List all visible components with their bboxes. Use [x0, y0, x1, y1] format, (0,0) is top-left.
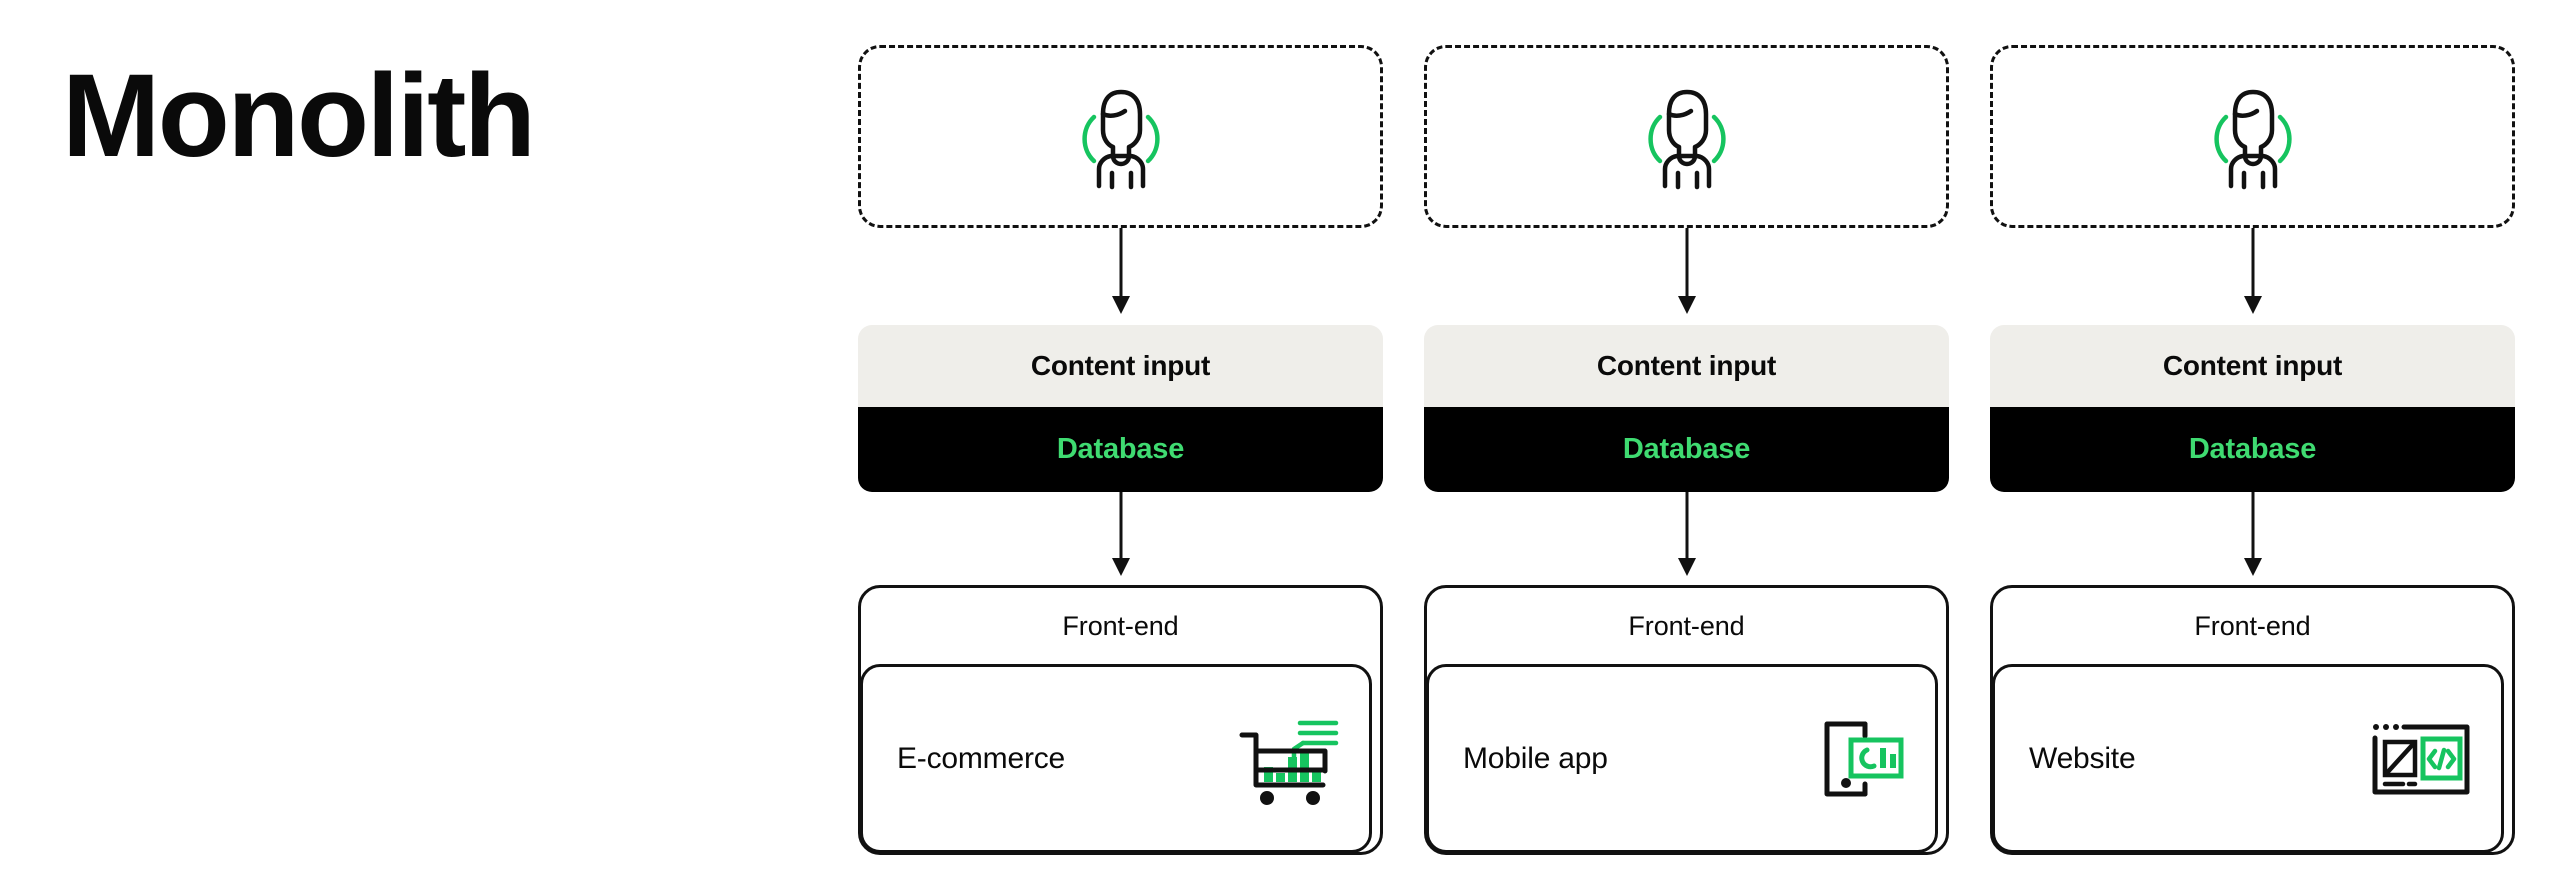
- database-label: Database: [858, 407, 1383, 492]
- app-name-label: E-commerce: [897, 741, 1066, 775]
- frontend-label: Front-end: [1062, 610, 1179, 641]
- person-icon: [1081, 89, 1160, 189]
- shopping-cart-chart-icon: [1239, 720, 1339, 805]
- app-name-label: Website: [2029, 741, 2136, 775]
- frontend-label: Front-end: [1628, 610, 1745, 641]
- frontend-label: Front-end: [2194, 610, 2311, 641]
- columns-container: Content input Database Front-end E-comme…: [858, 0, 2518, 892]
- arrow-database-to-frontend: [1108, 492, 1134, 578]
- arrow-user-to-content: [1674, 228, 1700, 316]
- app-card-mobile-app[interactable]: Mobile app: [1426, 664, 1938, 853]
- person-icon: [2213, 89, 2292, 189]
- content-database-block: Content input Database: [858, 325, 1383, 492]
- column-website: Content input Database Front-end Website: [1990, 0, 2515, 892]
- mobile-phone-chart-icon: [1824, 721, 1904, 796]
- content-input-label: Content input: [1990, 325, 2515, 407]
- column-ecommerce: Content input Database Front-end E-comme…: [858, 0, 1383, 892]
- arrow-database-to-frontend: [1674, 492, 1700, 578]
- page-title: Monolith: [62, 50, 536, 182]
- user-box: [1990, 45, 2515, 228]
- content-database-block: Content input Database: [1424, 325, 1949, 492]
- content-database-block: Content input Database: [1990, 325, 2515, 492]
- frontend-card: Front-end E-commerce: [858, 585, 1383, 855]
- app-card-website[interactable]: Website: [1992, 664, 2504, 853]
- frontend-card: Front-end Mobile app: [1424, 585, 1949, 855]
- column-mobile-app: Content input Database Front-end Mobile …: [1424, 0, 1949, 892]
- app-name-label: Mobile app: [1463, 741, 1608, 775]
- database-label: Database: [1990, 407, 2515, 492]
- user-box: [858, 45, 1383, 228]
- person-icon: [1647, 89, 1726, 189]
- app-card-ecommerce[interactable]: E-commerce: [860, 664, 1372, 853]
- arrow-user-to-content: [1108, 228, 1134, 316]
- arrow-database-to-frontend: [2240, 492, 2266, 578]
- content-input-label: Content input: [1424, 325, 1949, 407]
- database-label: Database: [1424, 407, 1949, 492]
- frontend-card: Front-end Website: [1990, 585, 2515, 855]
- arrow-user-to-content: [2240, 228, 2266, 316]
- browser-code-icon: [2372, 723, 2470, 794]
- user-box: [1424, 45, 1949, 228]
- content-input-label: Content input: [858, 325, 1383, 407]
